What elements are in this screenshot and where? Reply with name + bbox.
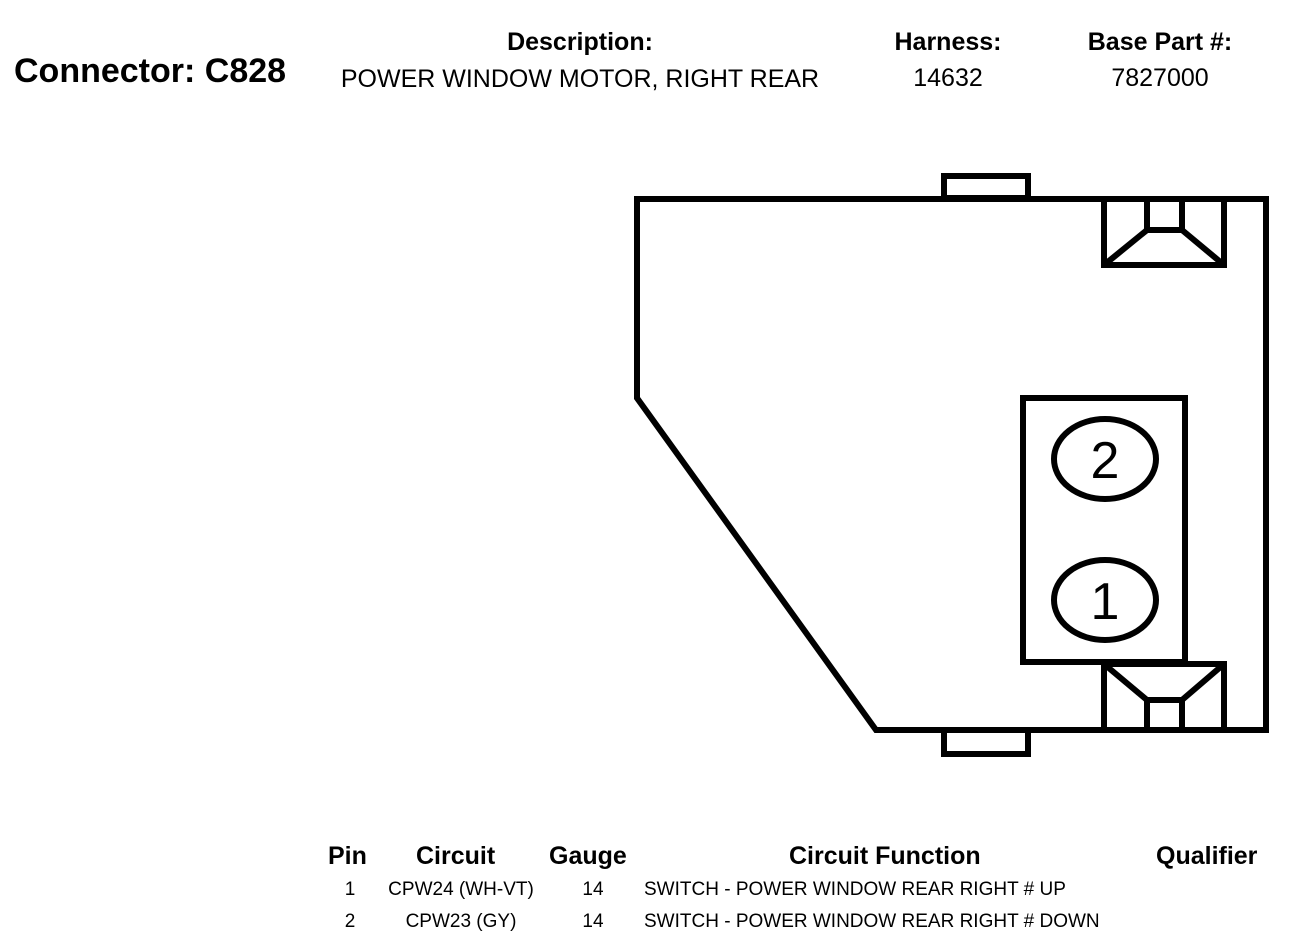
base-part-label: Base Part #: [1087, 28, 1233, 56]
pin-1-label: 1 [1091, 573, 1120, 631]
row-gauge: 14 [582, 879, 604, 900]
bottom-latch-tab [941, 727, 1031, 757]
col-header-gauge: Gauge [549, 842, 627, 870]
pin-1-circle [1051, 557, 1159, 643]
row-pin: 1 [344, 879, 356, 900]
harness-label: Harness: [894, 28, 1002, 56]
pin-2-circle [1051, 416, 1159, 502]
description-value: POWER WINDOW MOTOR, RIGHT REAR [340, 65, 820, 93]
top-latch-tab [941, 173, 1031, 201]
top-lock-feature [1101, 196, 1227, 268]
row-gauge: 14 [582, 911, 604, 932]
col-header-pin: Pin [328, 842, 367, 870]
connector-title: Connector: C828 [14, 52, 287, 90]
row-circuit: CPW24 (WH-VT) [388, 879, 534, 900]
col-header-circuit-function: Circuit Function [789, 842, 981, 870]
row-circuit: CPW23 (GY) [405, 911, 517, 932]
col-header-qualifier: Qualifier [1156, 842, 1258, 870]
pin-cavity-block [1020, 395, 1188, 665]
row-circuit-function: SWITCH - POWER WINDOW REAR RIGHT # DOWN [644, 911, 1100, 932]
row-circuit-function: SWITCH - POWER WINDOW REAR RIGHT # UP [644, 879, 1066, 900]
harness-value: 14632 [913, 64, 983, 92]
row-pin: 2 [344, 911, 356, 932]
base-part-value: 7827000 [1111, 64, 1209, 92]
pin-2-label: 2 [1091, 432, 1120, 490]
col-header-circuit: Circuit [416, 842, 496, 870]
description-label: Description: [507, 28, 653, 56]
